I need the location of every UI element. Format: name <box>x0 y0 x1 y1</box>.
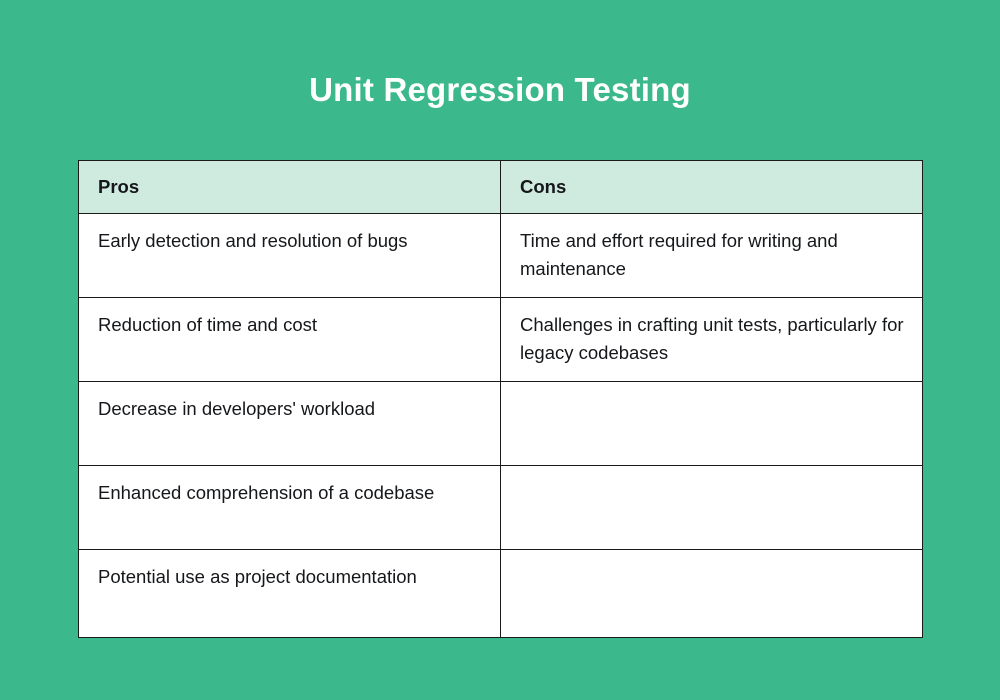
table-header: Pros Cons <box>78 160 923 214</box>
cell-text-pros: Early detection and resolution of bugs <box>98 230 408 251</box>
table-row: Potential use as project documentation <box>78 549 923 638</box>
cell-text-pros: Reduction of time and cost <box>98 314 318 335</box>
cell-cons <box>500 465 923 550</box>
pros-cons-table: Pros Cons Early detection and resolution… <box>78 160 923 638</box>
cell-pros: Reduction of time and cost <box>78 297 501 382</box>
cell-text-cons: Challenges in crafting unit tests, parti… <box>520 314 904 363</box>
table-row: Enhanced comprehension of a codebase <box>78 465 923 550</box>
cell-pros: Enhanced comprehension of a codebase <box>78 465 501 550</box>
cell-text-pros: Potential use as project documentation <box>98 566 417 587</box>
column-header-cons: Cons <box>500 160 923 214</box>
table-header-row: Pros Cons <box>78 160 923 214</box>
column-header-pros: Pros <box>78 160 501 214</box>
cell-cons: Time and effort required for writing and… <box>500 213 923 298</box>
cell-cons <box>500 381 923 466</box>
cell-text-pros: Enhanced comprehension of a codebase <box>98 482 435 503</box>
table-row: Decrease in developers' workload <box>78 381 923 466</box>
page-title: Unit Regression Testing <box>309 71 691 108</box>
table-row: Early detection and resolution of bugs T… <box>78 213 923 298</box>
cell-cons: Challenges in crafting unit tests, parti… <box>500 297 923 382</box>
cell-cons <box>500 549 923 638</box>
table-row: Reduction of time and cost Challenges in… <box>78 297 923 382</box>
cell-pros: Early detection and resolution of bugs <box>78 213 501 298</box>
cell-text-pros: Decrease in developers' workload <box>98 398 376 419</box>
pros-cons-table-wrapper: Pros Cons Early detection and resolution… <box>78 160 923 638</box>
cell-text-cons: Time and effort required for writing and… <box>520 230 838 279</box>
cell-pros: Potential use as project documentation <box>78 549 501 638</box>
table-body: Early detection and resolution of bugs T… <box>78 213 923 638</box>
cell-pros: Decrease in developers' workload <box>78 381 501 466</box>
